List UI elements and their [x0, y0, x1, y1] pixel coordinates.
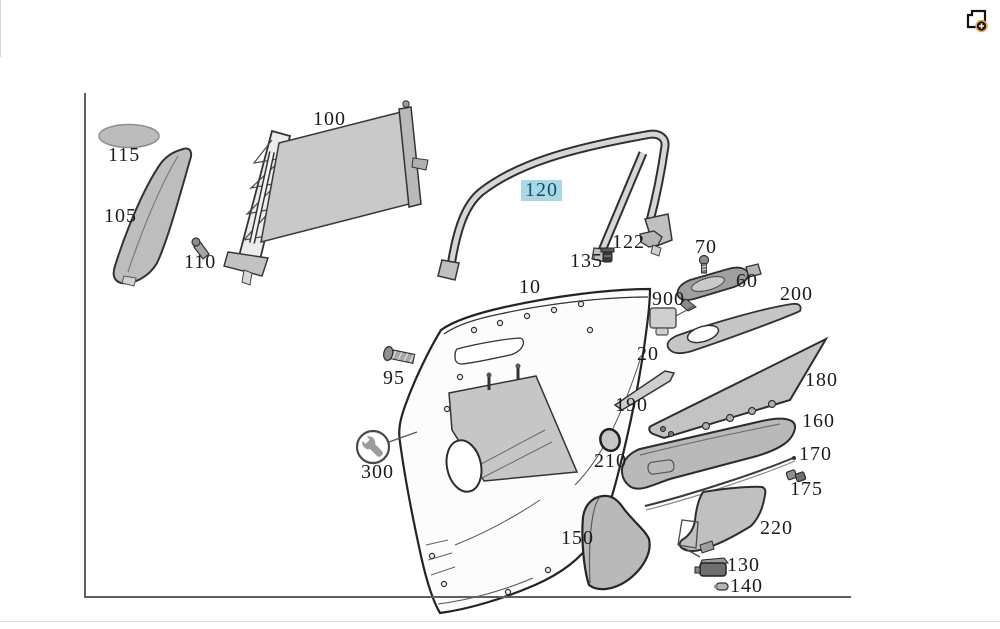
part-drawing-190	[613, 370, 676, 411]
part-label-105[interactable]: 105	[104, 205, 137, 227]
part-label-20[interactable]: 20	[637, 343, 659, 365]
part-drawing-170	[644, 456, 796, 511]
part-drawing-110	[191, 237, 210, 260]
part-drawing-120	[437, 129, 673, 281]
new-window-button[interactable]	[963, 7, 991, 35]
part-drawing-60	[676, 263, 762, 312]
part-label-122[interactable]: 122	[612, 231, 645, 253]
part-drawing-150	[581, 494, 651, 591]
part-label-200[interactable]: 200	[780, 283, 813, 305]
part-drawing-180	[648, 336, 829, 440]
diagram-frame-bottom	[84, 596, 851, 598]
part-label-160[interactable]: 160	[802, 410, 835, 432]
part-drawing-900	[649, 305, 695, 336]
part-drawing-210	[599, 427, 621, 453]
part-drawing-175	[785, 469, 807, 483]
part-drawing-135	[600, 247, 615, 263]
part-label-140[interactable]: 140	[730, 575, 763, 597]
page-edge-line	[0, 0, 1, 57]
part-drawing-220	[677, 485, 767, 558]
part-label-110[interactable]: 110	[184, 251, 217, 273]
part-drawing-95	[382, 345, 416, 365]
part-label-60[interactable]: 60	[736, 270, 758, 292]
part-drawing-160	[620, 417, 796, 490]
part-label-220[interactable]: 220	[760, 517, 793, 539]
part-label-175[interactable]: 175	[790, 478, 823, 500]
part-label-135[interactable]: 135	[570, 250, 603, 272]
part-label-150[interactable]: 150	[561, 527, 594, 549]
part-label-115[interactable]: 115	[108, 144, 141, 166]
part-label-70[interactable]: 70	[695, 236, 717, 258]
page-divider-line	[0, 621, 1000, 622]
part-label-180[interactable]: 180	[805, 369, 838, 391]
wrench-icon	[360, 434, 383, 457]
part-drawing-300	[355, 429, 418, 465]
part-drawing-100	[223, 100, 429, 286]
page-add-icon	[966, 9, 988, 33]
part-drawing-70	[698, 254, 710, 274]
part-label-170[interactable]: 170	[799, 443, 832, 465]
part-label-95[interactable]: 95	[383, 367, 405, 389]
part-label-300[interactable]: 300	[361, 461, 394, 483]
part-label-100[interactable]: 100	[313, 108, 346, 130]
part-drawing-130	[694, 557, 729, 577]
part-label-10[interactable]: 10	[519, 276, 541, 298]
diagram-frame-left	[84, 93, 86, 598]
part-label-210[interactable]: 210	[594, 450, 627, 472]
part-drawing-122	[639, 230, 663, 257]
part-label-120[interactable]: 120	[521, 180, 562, 201]
part-label-130[interactable]: 130	[727, 554, 760, 576]
part-drawing-105	[112, 147, 193, 287]
part-label-190[interactable]: 190	[615, 394, 648, 416]
part-label-900[interactable]: 900	[652, 288, 685, 310]
part-drawing-115	[98, 123, 160, 149]
part-drawing-200	[666, 302, 802, 355]
part-drawing-140	[714, 582, 729, 591]
